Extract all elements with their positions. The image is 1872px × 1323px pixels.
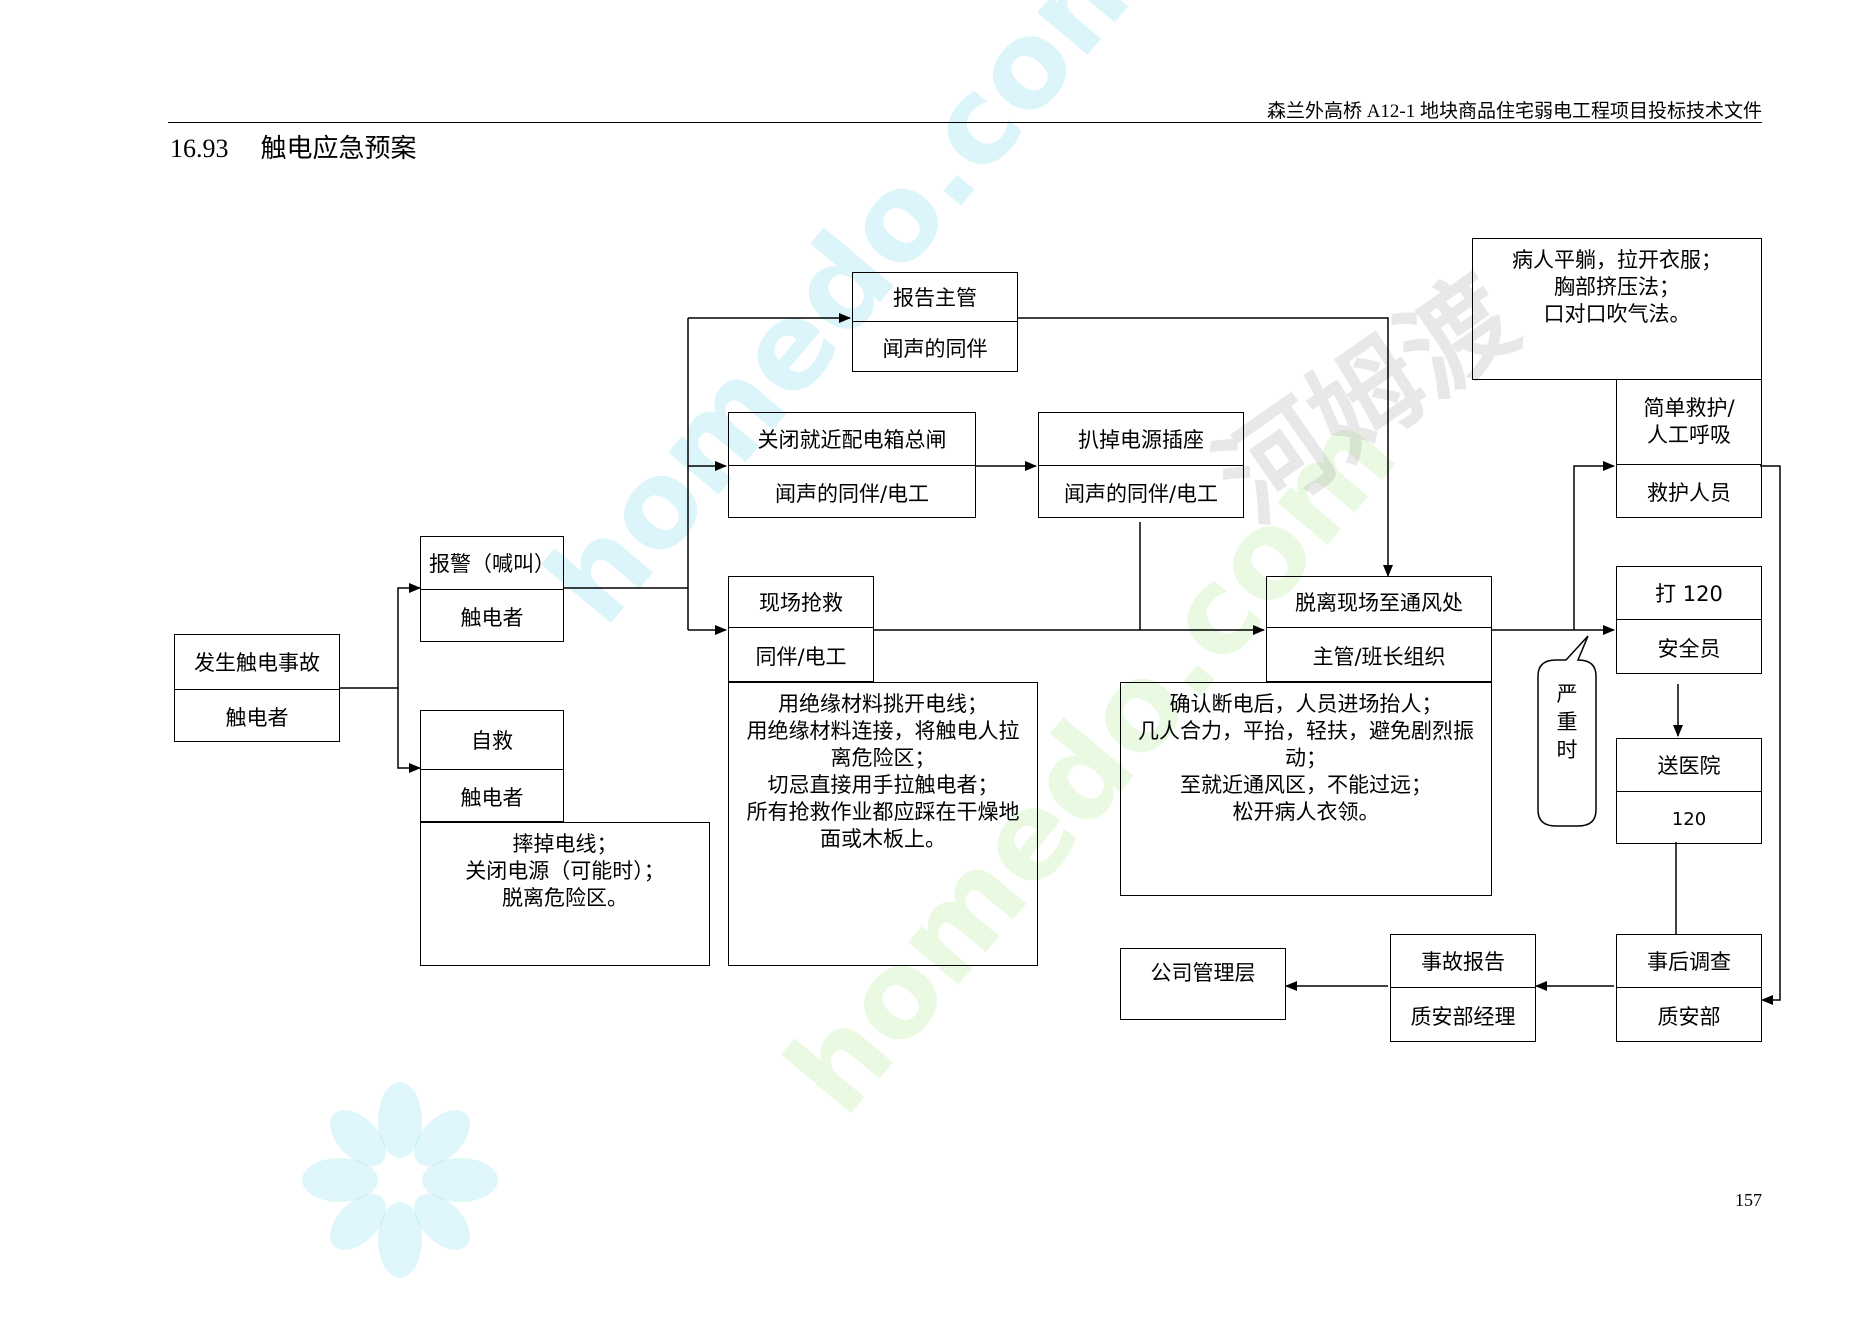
close-switch-title: 关闭就近配电箱总闸 xyxy=(757,428,947,452)
unplug-role: 闻声的同伴/电工 xyxy=(1039,465,1243,520)
connector-first-aid-investigation xyxy=(1760,465,1781,1005)
report-supervisor-role: 闻声的同伴 xyxy=(853,321,1017,374)
connector-accident-self-rescue xyxy=(397,688,421,773)
alarm-box: 报警（喊叫） 触电者 xyxy=(420,536,564,642)
onsite-rescue-title: 现场抢救 xyxy=(759,591,843,615)
first-aid-title: 简单救护/ 人工呼吸 xyxy=(1643,396,1735,447)
investigation-box: 事后调查 质安部 xyxy=(1616,934,1762,1042)
self-rescue-title: 自救 xyxy=(471,729,513,753)
accident-role: 触电者 xyxy=(175,689,339,744)
hospital-title: 送医院 xyxy=(1657,754,1721,778)
hospital-box: 送医院 120 xyxy=(1616,738,1762,844)
section-heading: 16.93 触电应急预案 xyxy=(170,128,417,165)
report-supervisor-title: 报告主管 xyxy=(893,286,977,310)
unplug-title: 扒掉电源插座 xyxy=(1078,428,1204,452)
call-120-role: 安全员 xyxy=(1617,619,1761,676)
call-120-box: 打 120 安全员 xyxy=(1616,566,1762,674)
accident-title: 发生触电事故 xyxy=(194,651,320,675)
onsite-rescue-box: 现场抢救 同伴/电工 xyxy=(728,576,874,682)
investigation-title: 事后调查 xyxy=(1647,950,1731,974)
section-title: 触电应急预案 xyxy=(260,134,417,163)
close-switch-role: 闻声的同伴/电工 xyxy=(729,465,975,520)
connector-accident-branch xyxy=(339,583,421,689)
evacuate-note: 确认断电后，人员进场抬人； 几人合力，平抬，轻扶，避免剧烈振 动； 至就近通风区… xyxy=(1120,682,1492,896)
connector-evacuate-first-aid xyxy=(1573,461,1615,630)
connector-report-evacuate xyxy=(1017,317,1393,577)
document-header-title: 森兰外高桥 A12-1 地块商品住宅弱电工程项目投标技术文件 xyxy=(1266,101,1762,122)
alarm-role: 触电者 xyxy=(421,589,563,644)
first-aid-box: 简单救护/ 人工呼吸 救护人员 xyxy=(1616,380,1762,518)
accident-report-box: 事故报告 质安部经理 xyxy=(1390,934,1536,1042)
onsite-rescue-note: 用绝缘材料挑开电线； 用绝缘材料连接，将触电人拉 离危险区； 切忌直接用手拉触电… xyxy=(728,682,1038,966)
management-box: 公司管理层 xyxy=(1120,948,1286,1020)
alarm-title: 报警（喊叫） xyxy=(429,552,555,576)
unplug-box: 扒掉电源插座 闻声的同伴/电工 xyxy=(1038,412,1244,518)
first-aid-note: 病人平躺，拉开衣服； 胸部挤压法； 口对口吹气法。 xyxy=(1472,238,1762,380)
self-rescue-note: 摔掉电线； 关闭电源（可能时）； 脱离危险区。 xyxy=(420,822,710,966)
accident-report-role: 质安部经理 xyxy=(1391,987,1535,1044)
management-title: 公司管理层 xyxy=(1150,961,1256,985)
investigation-role: 质安部 xyxy=(1617,987,1761,1044)
serious-callout-shape xyxy=(1537,635,1597,827)
onsite-rescue-role: 同伴/电工 xyxy=(729,627,873,684)
close-switch-box: 关闭就近配电箱总闸 闻声的同伴/电工 xyxy=(728,412,976,518)
accident-box: 发生触电事故 触电者 xyxy=(174,634,340,742)
report-supervisor-box: 报告主管 闻声的同伴 xyxy=(852,272,1018,372)
hospital-role: 120 xyxy=(1617,791,1761,846)
first-aid-role: 救护人员 xyxy=(1617,464,1761,519)
header-divider xyxy=(168,122,1762,123)
accident-report-title: 事故报告 xyxy=(1421,950,1505,974)
self-rescue-box: 自救 触电者 xyxy=(420,710,564,822)
serious-callout-text: 严 重 时 xyxy=(1556,682,1578,762)
evacuate-box: 脱离现场至通风处 主管/班长组织 xyxy=(1266,576,1492,682)
call-120-title: 打 120 xyxy=(1655,582,1723,606)
page-number: 157 xyxy=(1735,1190,1762,1210)
self-rescue-role: 触电者 xyxy=(421,769,563,824)
evacuate-role: 主管/班长组织 xyxy=(1267,627,1491,684)
section-number: 16.93 xyxy=(170,134,229,163)
evacuate-title: 脱离现场至通风处 xyxy=(1295,591,1463,615)
